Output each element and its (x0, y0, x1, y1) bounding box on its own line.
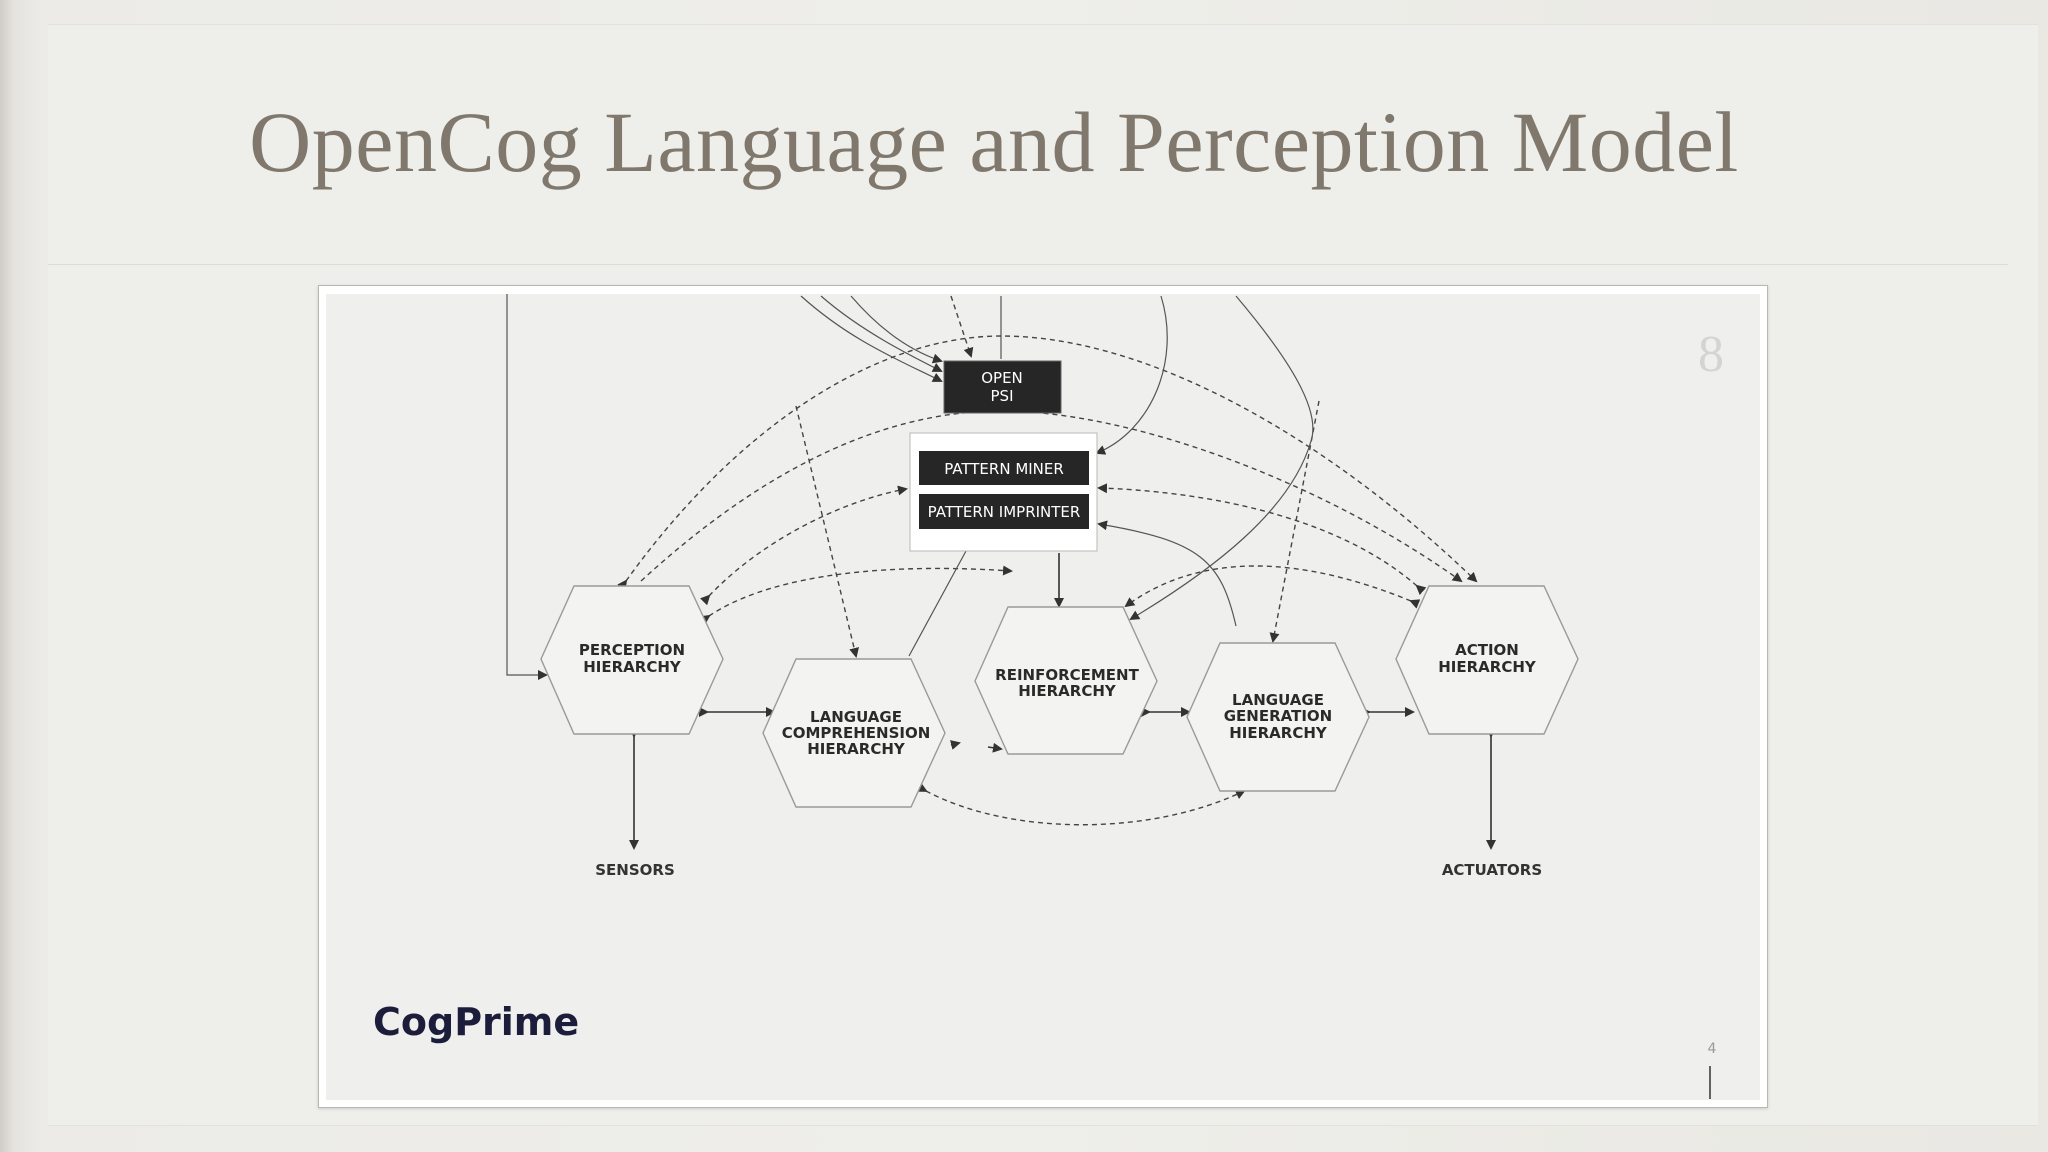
diagram-canvas: OPEN PSI PATTERN MINER PATTERN IMPRINTER… (326, 294, 1760, 1100)
sensors-label: SENSORS (595, 861, 675, 879)
edge-top-to-reinforcement (1129, 295, 1314, 621)
langgen-label-line3: HIERARCHY (1229, 724, 1328, 742)
langcomp-label-line1: LANGUAGE (810, 708, 902, 726)
reinforcement-label-line1: REINFORCEMENT (995, 666, 1139, 684)
language-comprehension-hierarchy-node: LANGUAGE COMPREHENSION HIERARCHY (762, 658, 946, 808)
pattern-group: PATTERN MINER PATTERN IMPRINTER (909, 432, 1098, 552)
langgen-label-line2: GENERATION (1224, 707, 1332, 725)
langcomp-label-line2: COMPREHENSION (782, 724, 931, 742)
langgen-label-line1: LANGUAGE (1232, 691, 1324, 709)
edge-langcomp-langgen-arc (916, 782, 1246, 826)
pattern-miner-label: PATTERN MINER (944, 460, 1064, 478)
diagram-figure: OPEN PSI PATTERN MINER PATTERN IMPRINTER… (318, 285, 1768, 1108)
perception-label-line1: PERCEPTION (579, 641, 685, 659)
edge-imprinter-to-lang-comp (908, 550, 967, 657)
edge-top-to-psi-1 (800, 295, 943, 382)
edge-top-to-psi-3 (850, 295, 943, 364)
edge-external-to-perception (506, 294, 548, 680)
edge-action-pattern-imprinter (1097, 483, 1427, 596)
title-divider (48, 264, 2008, 265)
open-psi-label-line1: OPEN (981, 369, 1023, 387)
edge-perception-reinforcement (699, 565, 1013, 625)
corner-mark: 8 (1698, 326, 1724, 383)
pattern-miner-box (919, 451, 1089, 485)
open-psi-box: OPEN PSI (943, 360, 1062, 414)
cogprime-logo: CogPrime (373, 1000, 579, 1044)
edge-top-to-psi-4 (950, 295, 974, 358)
edge-reinforcement-langcomp (950, 740, 961, 750)
edge-top-to-pattern-miner (1095, 295, 1168, 455)
edge-top-to-psi-2 (820, 295, 943, 372)
page-mark: 4 (1708, 1041, 1717, 1057)
action-label-line1: ACTION (1455, 641, 1519, 659)
action-label-line2: HIERARCHY (1438, 658, 1537, 676)
perception-hierarchy-node: PERCEPTION HIERARCHY (540, 585, 724, 735)
pattern-imprinter-box (919, 494, 1089, 529)
perception-label-line2: HIERARCHY (583, 658, 682, 676)
reinforcement-label-line2: HIERARCHY (1018, 682, 1117, 700)
edge-action-reinforcement (1124, 565, 1421, 609)
edge-arc-perception-action-outer (617, 335, 1478, 591)
langcomp-label-line3: HIERARCHY (807, 740, 906, 758)
pattern-imprinter-label: PATTERN IMPRINTER (928, 503, 1081, 521)
open-psi-label-line2: PSI (991, 387, 1014, 405)
reinforcement-hierarchy-node: REINFORCEMENT HIERARCHY (974, 606, 1158, 755)
action-hierarchy-node: ACTION HIERARCHY (1395, 585, 1579, 735)
language-generation-hierarchy-node: LANGUAGE GENERATION HIERARCHY (1186, 642, 1370, 792)
edge-langcomp-reinforcement (987, 742, 1003, 753)
actuators-label: ACTUATORS (1442, 861, 1542, 879)
edge-dash-to-lang-comp (795, 405, 859, 658)
slide-title: OpenCog Language and Perception Model (249, 94, 1739, 190)
